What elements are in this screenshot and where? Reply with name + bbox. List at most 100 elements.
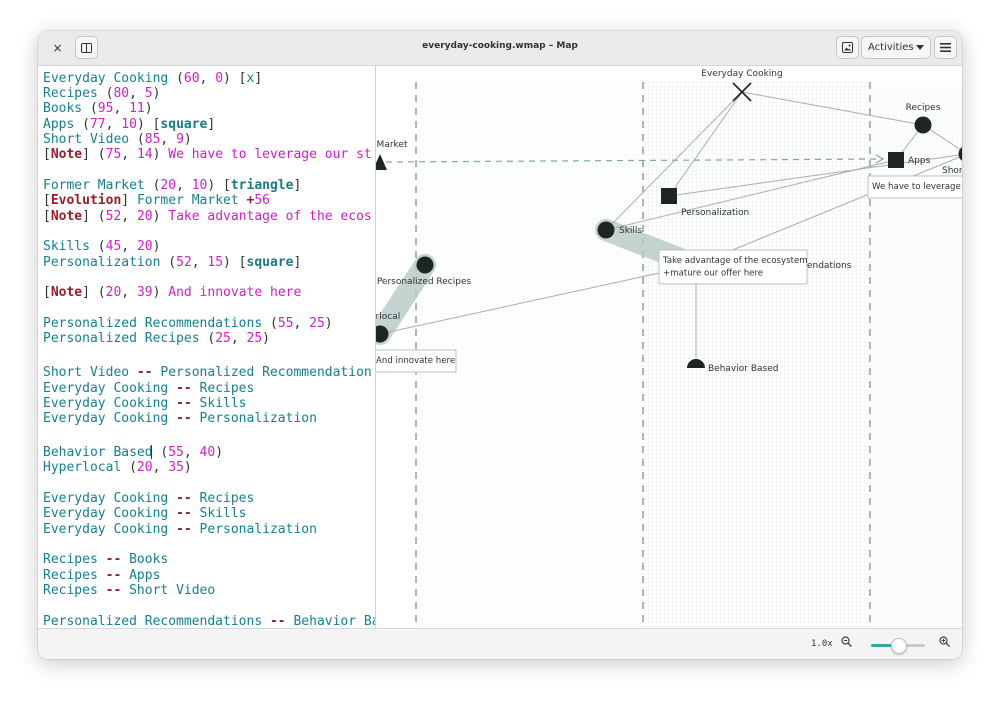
code-token: ) (183, 460, 192, 475)
code-editor[interactable]: Everyday Cooking (60, 0) [x]Recipes (80,… (38, 66, 376, 628)
code-token: Skills (191, 396, 247, 411)
map-component: Personalized Recipes (377, 256, 472, 287)
editor-line: Personalized Recommendations (55, 25) (43, 316, 333, 331)
zoom-out-icon[interactable] (841, 636, 852, 650)
code-token: -- (176, 506, 192, 521)
code-token: ] ( (82, 147, 106, 162)
component-label: Personalized Recipes (377, 277, 472, 287)
code-token: 45 (105, 239, 122, 254)
editor-line: [Note] (20, 39) And innovate here (43, 285, 301, 300)
note-text: And innovate here (376, 356, 455, 366)
code-token: 55 (168, 445, 184, 460)
code-token: Former Market (136, 193, 247, 208)
zoom-slider-fill (871, 644, 898, 647)
notes-layer: We have to leverage o Take advantage of t… (376, 175, 962, 373)
code-token: square (246, 255, 294, 270)
code-token: Recipes (43, 583, 106, 598)
component-marker (597, 221, 615, 239)
code-token: Short Video (43, 365, 137, 380)
component-label: Apps (908, 156, 931, 166)
zoom-slider[interactable] (871, 638, 925, 654)
code-token: 80 (113, 86, 130, 101)
code-token: [ (43, 193, 51, 208)
code-token: Note (50, 285, 83, 300)
note-box (376, 349, 457, 373)
code-token: ] (254, 71, 263, 86)
code-token: ( (89, 101, 98, 116)
code-token: ( (82, 117, 90, 132)
activities-dropdown[interactable]: Activities (861, 36, 931, 59)
code-token: 95 (97, 101, 114, 116)
component-label: erlocal (376, 312, 400, 322)
code-token: Everyday Cooking (43, 411, 177, 426)
code-token: 25 (246, 331, 263, 346)
code-token: ( (207, 331, 216, 346)
chevron-down-icon (916, 45, 924, 50)
map-component: Recipes (906, 103, 941, 134)
code-token: 15 (207, 255, 224, 270)
component-label: Shor (942, 166, 962, 176)
code-token: ] (121, 193, 137, 208)
code-token: ( (269, 316, 278, 331)
component-label: Behavior Based (708, 364, 778, 374)
export-image-button[interactable] (836, 36, 859, 59)
activities-label: Activities (868, 42, 914, 53)
editor-line: [Note] (52, 20) Take advantage of the ec… (43, 209, 372, 224)
editor-line: Short Video (85, 9) (43, 132, 192, 147)
code-token: , (113, 101, 130, 116)
code-token: 25 (309, 316, 325, 331)
sidebar-icon (81, 42, 92, 53)
close-icon: × (52, 40, 63, 55)
component-marker (914, 116, 932, 134)
code-token: Apps (121, 568, 161, 583)
code-token: We have to leverage our st (168, 147, 372, 162)
map-note: And innovate here (376, 349, 457, 373)
code-token: 20 (105, 285, 122, 300)
component-link (668, 154, 962, 197)
code-token: Recipes (191, 491, 255, 506)
code-token: + (246, 193, 255, 208)
code-token: ) (183, 132, 192, 147)
map-component: Shor (942, 147, 962, 176)
map-component: r Market (376, 140, 408, 170)
code-token: Personalized Recommendation (152, 365, 372, 380)
sidebar-toggle-button[interactable] (75, 36, 98, 59)
code-token: 52 (176, 255, 192, 270)
code-token: -- (176, 411, 192, 426)
code-token: square (160, 117, 208, 132)
component-link (605, 159, 897, 231)
status-bar: 1.0x (38, 628, 962, 659)
editor-line: Recipes -- Books (43, 552, 168, 567)
note-text: We have to leverage o (872, 182, 962, 192)
code-token: ) [ (223, 255, 247, 270)
zoom-in-icon[interactable] (939, 636, 950, 650)
map-component: erlocal (376, 312, 400, 343)
map-note: Take advantage of the ecosystem+mature o… (658, 249, 808, 285)
code-token: ] (207, 117, 216, 132)
code-token: Hyperlocal (43, 460, 130, 475)
map-note: We have to leverage o (867, 175, 962, 199)
component-marker (687, 359, 705, 368)
code-token: 39 (136, 285, 153, 300)
code-token: -- (269, 614, 286, 628)
code-token: -- (176, 491, 192, 506)
close-button[interactable]: × (46, 36, 69, 59)
zoom-slider-handle[interactable] (891, 638, 907, 654)
code-token: ( (176, 71, 184, 86)
editor-line: Personalization (52, 15) [square] (43, 255, 301, 270)
code-token: 56 (254, 193, 270, 208)
code-token: 9 (176, 132, 184, 147)
code-token: Personalization (43, 255, 169, 270)
code-token: Personalized Recommendations (43, 316, 270, 331)
code-token: 20 (136, 460, 153, 475)
code-token: 25 (215, 331, 231, 346)
code-token: ) [ (223, 71, 247, 86)
main-menu-button[interactable] (934, 36, 957, 59)
code-token: , (176, 178, 192, 193)
code-token: , (152, 460, 169, 475)
title-bar: × everyday-cooking.wmap – Map Activities (38, 31, 962, 66)
code-token: Books (121, 552, 169, 567)
note-box (867, 175, 962, 199)
component-marker (732, 82, 752, 102)
